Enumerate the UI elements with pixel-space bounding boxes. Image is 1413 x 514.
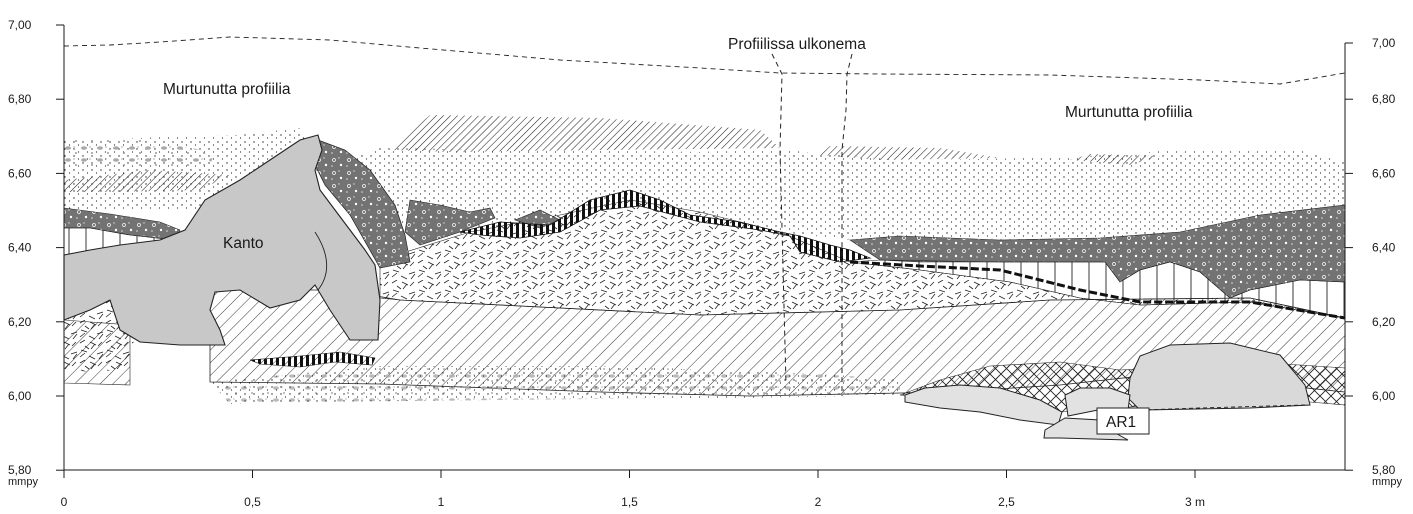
x-tick-label: 0,5 <box>244 495 261 509</box>
label-ar1: AR1 <box>1106 414 1136 431</box>
x-tick-label: 2,5 <box>998 495 1015 509</box>
large-stone-right <box>1127 342 1311 411</box>
basal-sand-dots <box>210 366 900 404</box>
y-tick-label-left: 6,00 <box>8 389 32 403</box>
y-tick-label-left: 7,00 <box>8 18 32 32</box>
x-tick-label: 1 <box>438 495 445 509</box>
vertical-hatched-layer-right <box>849 259 1346 319</box>
x-tick-label: 3 m <box>1185 495 1205 509</box>
dashed-guide-lines <box>63 36 1346 396</box>
label-murtunutta-right: Murtunutta profiilia <box>1065 104 1193 121</box>
y-tick-label-right: 6,60 <box>1372 166 1396 180</box>
axes: 7,00 6,80 6,60 6,40 6,20 6,00 5,80 7,00 6,80 6,6… <box>8 18 1402 509</box>
y-tick-label-right: 5,80 <box>1372 463 1396 477</box>
label-kanto: Kanto <box>223 235 264 252</box>
stone-outline-dashed <box>1139 404 1306 411</box>
gravel-band-stump <box>314 139 411 269</box>
label-murtunutta-left: Murtunutta profiilia <box>163 81 291 98</box>
hatch-lens-right <box>820 146 1000 160</box>
protrusion-line-right <box>841 53 853 396</box>
y-tick-label-right: 6,40 <box>1372 241 1396 255</box>
y-tick-label-right: 6,20 <box>1372 315 1396 329</box>
stone-lower-left <box>904 384 1063 426</box>
charcoal-line-right <box>849 260 1346 320</box>
y-tick-label-left: 6,20 <box>8 315 32 329</box>
ground-surface-line <box>63 36 1346 85</box>
annotations: Murtunutta profiilia Murtunutta profiili… <box>163 36 1193 435</box>
stump-crack <box>314 231 328 291</box>
y-ticks-right: 7,00 6,80 6,60 6,40 6,20 6,00 5,80 <box>1345 36 1396 477</box>
stump-shape <box>63 134 381 346</box>
x-tick-label: 2 <box>815 495 822 509</box>
charcoal-band-lower <box>249 351 376 368</box>
stony-surface-left <box>64 138 215 170</box>
label-ulkonema: Profiilissa ulkonema <box>728 36 866 53</box>
y-tick-label-left: 6,60 <box>8 166 32 180</box>
protrusion-line-left <box>771 53 787 385</box>
upper-dotted-sand-layer <box>330 148 1345 245</box>
hatch-lens-top <box>390 115 780 152</box>
profile-layers <box>63 115 1346 441</box>
y-unit-right: mmpy <box>1372 476 1402 488</box>
y-tick-label-right: 7,00 <box>1372 36 1396 50</box>
y-tick-label-left: 5,80 <box>8 463 32 477</box>
x-tick-label: 0 <box>61 495 68 509</box>
hatch-lens-left <box>64 170 230 192</box>
y-tick-label-right: 6,80 <box>1372 92 1396 106</box>
x-ticks: 0 0,5 1 1,5 2 2,5 3 m <box>61 470 1205 509</box>
y-tick-label-left: 6,80 <box>8 92 32 106</box>
x-tick-label: 1,5 <box>621 495 638 509</box>
y-unit-left: mmpy <box>8 476 38 488</box>
y-ticks-left: 7,00 6,80 6,60 6,40 6,20 6,00 5,80 <box>8 18 64 477</box>
charcoal-band <box>459 189 872 263</box>
y-tick-label-right: 6,00 <box>1372 389 1396 403</box>
y-tick-label-left: 6,40 <box>8 241 32 255</box>
hatch-lens-right-small <box>1070 154 1160 165</box>
ar1-label-box <box>1096 407 1150 435</box>
dark-gravel-patch-1 <box>404 199 496 246</box>
